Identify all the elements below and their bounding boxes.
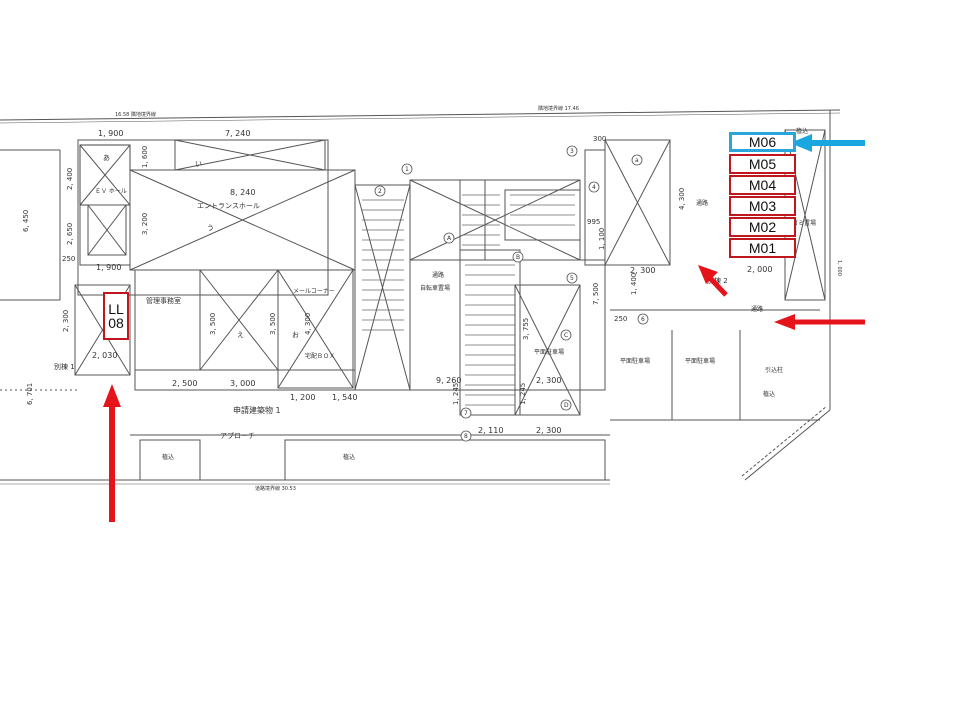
kana-e: え xyxy=(237,331,244,339)
meter-m04-label: M04 xyxy=(729,175,796,195)
dim-2500: 2, 500 xyxy=(172,379,197,388)
dim-2300-b: 2, 300 xyxy=(536,426,561,435)
dim-2030: 2, 030 xyxy=(92,351,117,360)
dim-1000-right: 1, 000 xyxy=(836,260,842,276)
red-arrow-annex-2 xyxy=(698,265,728,297)
hikikomi-label: 引込柱 xyxy=(765,366,783,374)
planting-label-2: 植込 xyxy=(343,453,355,461)
annex-2-label: 別棟 2 xyxy=(707,276,728,285)
dim-2650: 2, 650 xyxy=(66,223,74,245)
kana-a: あ xyxy=(103,154,110,162)
dim-6450: 6, 450 xyxy=(22,210,30,232)
dim-8240: 8, 240 xyxy=(230,188,255,197)
meter-m06-label: M06 xyxy=(729,132,796,152)
marker-c: C xyxy=(564,332,568,339)
marker-a: A xyxy=(447,235,452,242)
entrance-hall-label: エントランスホール xyxy=(197,202,260,210)
dim-2300-mid: 2, 300 xyxy=(536,376,561,385)
dim-1600: 1, 600 xyxy=(141,146,149,168)
marker-5: 5 xyxy=(570,275,574,282)
dim-4300-mid: 4, 300 xyxy=(304,313,312,335)
garbage-label: ゴミ置場 xyxy=(792,219,816,227)
ev-hall-label: ＥＶ ホール xyxy=(95,188,127,195)
kana-i: い xyxy=(195,160,202,168)
passage-label-1: 通路 xyxy=(432,271,444,279)
dim-1400: 1, 400 xyxy=(630,273,638,295)
ll08-label: LL 08 xyxy=(103,292,129,340)
top-boundary-right: 隣地境界線 17.46 xyxy=(538,105,579,112)
marker-3: 3 xyxy=(570,148,574,155)
marker-small-a: a xyxy=(635,157,639,164)
dim-300: 300 xyxy=(593,135,606,143)
dim-6701: 6, 701 xyxy=(26,383,34,405)
flat-parking-label-3: 平面駐車場 xyxy=(685,357,715,365)
dim-7240: 7, 240 xyxy=(225,129,250,138)
marker-1: 1 xyxy=(405,166,409,173)
flat-parking-label-2: 平面駐車場 xyxy=(620,357,650,365)
marker-7: 7 xyxy=(464,410,468,417)
dim-2300-right: 2, 300 xyxy=(630,266,655,275)
dim-250-left: 250 xyxy=(62,255,75,263)
marker-b: B xyxy=(516,254,520,261)
dim-250-right: 250 xyxy=(614,315,627,323)
planting-label-3: 植込 xyxy=(763,390,775,398)
plan-text: 16.58 隣地境界線 隣地境界線 17.46 1, 900 7, 240 8,… xyxy=(22,105,842,492)
marker-6: 6 xyxy=(641,316,645,323)
management-office-label: 管理事務室 xyxy=(146,296,181,305)
dim-3500-b: 3, 500 xyxy=(269,313,277,335)
dim-9260: 9, 260 xyxy=(436,376,461,385)
passage-label-3: 通路 xyxy=(751,305,763,313)
dim-3755: 3, 755 xyxy=(522,318,530,340)
dim-1100: 1, 100 xyxy=(598,228,606,250)
bicycle-parking-label: 自転車置場 xyxy=(420,284,450,292)
meter-m02-label: M02 xyxy=(729,217,796,237)
meter-m01-label: M01 xyxy=(729,238,796,258)
planting-label-4: 植込 xyxy=(796,127,808,135)
dim-2000: 2, 000 xyxy=(747,265,772,274)
passage-label-2: 通路 xyxy=(696,199,708,207)
kana-u: う xyxy=(207,224,214,232)
red-arrow-ll08 xyxy=(103,384,121,522)
road-boundary-label: 道路境界線 30.53 xyxy=(255,485,296,492)
ll08-line2: 08 xyxy=(108,315,124,331)
dim-3000: 3, 000 xyxy=(230,379,255,388)
meter-m03-label: M03 xyxy=(729,196,796,216)
dim-4300-right: 4, 300 xyxy=(678,188,686,210)
dim-1900-top: 1, 900 xyxy=(98,129,123,138)
dim-995: 995 xyxy=(587,218,600,226)
blue-arrow-m06 xyxy=(790,134,865,152)
plan-lines xyxy=(0,109,841,485)
annex-1-label: 別棟 1 xyxy=(54,362,75,371)
meter-m05-label: M05 xyxy=(729,154,796,174)
marker-d: D xyxy=(564,402,569,409)
planting-label-1: 植込 xyxy=(162,453,174,461)
dim-3500-a: 3, 500 xyxy=(209,313,217,335)
dim-1900-left: 1, 900 xyxy=(96,263,121,272)
dim-1245-a: 1, 245 xyxy=(452,383,460,405)
approach-label: アプローチ xyxy=(220,432,255,440)
dim-2300-left: 2, 300 xyxy=(62,310,70,332)
dim-1540: 1, 540 xyxy=(332,393,357,402)
dim-7500: 7, 500 xyxy=(592,283,600,305)
dim-1245-b: 1, 245 xyxy=(519,383,527,405)
ll08-line1: LL xyxy=(108,301,124,317)
mail-corner-label: メールコーナー xyxy=(293,288,335,295)
application-building-label: 申請建築物 1 xyxy=(233,405,281,415)
marker-2: 2 xyxy=(378,188,382,195)
top-boundary-left: 16.58 隣地境界線 xyxy=(115,111,156,118)
dim-3200: 3, 200 xyxy=(141,213,149,235)
red-arrow-passage xyxy=(774,314,865,330)
callout-arrows xyxy=(103,134,865,522)
kana-o: お xyxy=(292,331,299,339)
marker-4: 4 xyxy=(592,184,596,191)
bicycle-racks xyxy=(362,194,575,406)
flat-parking-label-1: 平面駐車場 xyxy=(534,348,564,356)
marker-8: 8 xyxy=(464,433,468,440)
dim-2110: 2, 110 xyxy=(478,426,503,435)
dim-2400: 2, 400 xyxy=(66,168,74,190)
dim-1200: 1, 200 xyxy=(290,393,315,402)
delivery-box-label: 宅配ＢＯＸ xyxy=(305,352,335,360)
grid-markers xyxy=(374,145,649,442)
